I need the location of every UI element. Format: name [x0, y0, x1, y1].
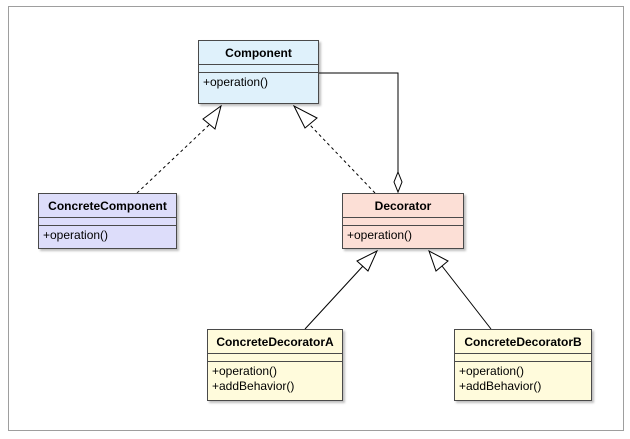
- operation: +operation(): [203, 75, 269, 89]
- generalization-decorator-b: [428, 249, 492, 330]
- attributes-compartment: [343, 218, 463, 226]
- class-concrete-decorator-b[interactable]: ConcreteDecoratorB +operation() +addBeha…: [454, 329, 592, 401]
- operations-compartment: +operation(): [199, 73, 318, 92]
- operation: +operation(): [212, 364, 278, 378]
- attributes-compartment: [199, 65, 318, 73]
- operation: +operation(): [43, 228, 109, 242]
- class-name: ConcreteComponent: [39, 194, 176, 218]
- class-name: Decorator: [343, 194, 463, 218]
- realization-decorator: [292, 104, 376, 194]
- operations-compartment: +operation() +addBehavior(): [455, 362, 591, 396]
- class-name: ConcreteDecoratorB: [455, 330, 591, 354]
- operation: +operation(): [347, 228, 413, 242]
- class-decorator[interactable]: Decorator +operation(): [342, 193, 464, 249]
- operations-compartment: +operation(): [343, 226, 463, 245]
- attributes-compartment: [208, 354, 342, 362]
- class-component[interactable]: Component +operation(): [198, 40, 319, 104]
- class-name: Component: [199, 41, 318, 65]
- operations-compartment: +operation(): [39, 226, 176, 245]
- aggregation-decorator-component: [319, 72, 403, 194]
- operations-compartment: +operation() +addBehavior(): [208, 362, 342, 396]
- class-name: ConcreteDecoratorA: [208, 330, 342, 354]
- operation: +addBehavior(): [212, 379, 295, 393]
- operation: +addBehavior(): [459, 379, 542, 393]
- operation: +operation(): [459, 364, 525, 378]
- attributes-compartment: [39, 218, 176, 226]
- generalization-decorator-a: [304, 249, 379, 330]
- class-concrete-decorator-a[interactable]: ConcreteDecoratorA +operation() +addBeha…: [207, 329, 343, 401]
- realization-concrete-component: [136, 104, 222, 194]
- attributes-compartment: [455, 354, 591, 362]
- class-concrete-component[interactable]: ConcreteComponent +operation(): [38, 193, 177, 249]
